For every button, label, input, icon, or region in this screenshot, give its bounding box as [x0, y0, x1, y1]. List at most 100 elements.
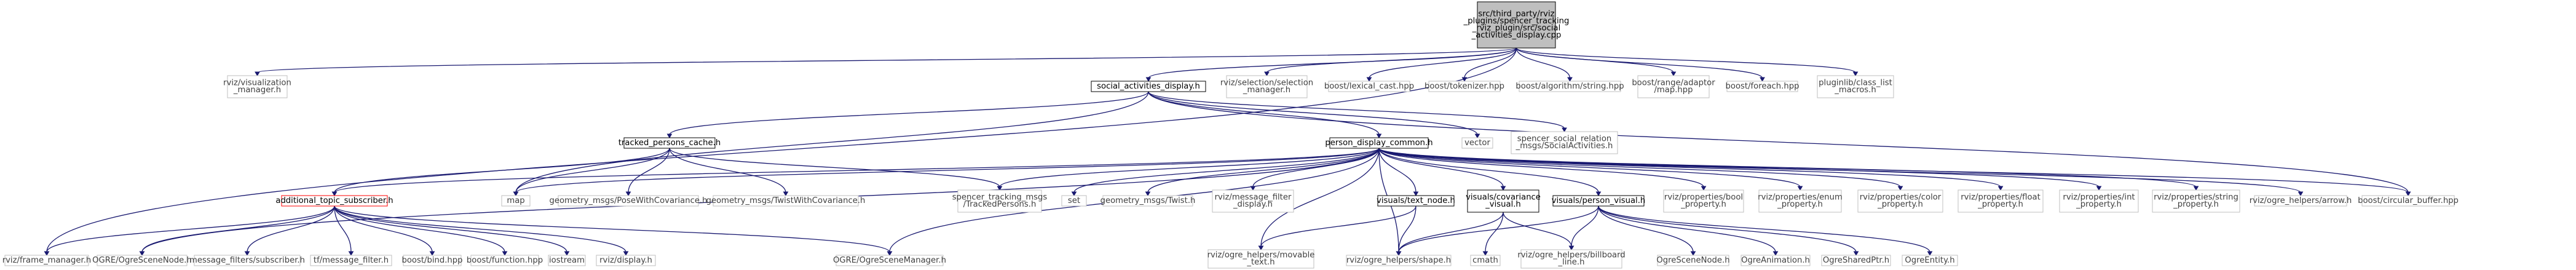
- node-label-boost-algorithm-string-line-1: boost/algorithm/string.hpp: [1515, 82, 1624, 91]
- edge-root-to-boost-foreach: [1515, 47, 1763, 79]
- node-boost-function: boost/function.hpp: [467, 255, 543, 266]
- edge-social-activities-display-h-to-spencer-social-relation: [1148, 91, 1565, 129]
- arrowhead-visuals-person-visual-to-rviz-ogre-shape: [1396, 251, 1402, 256]
- node-rviz-properties-enum: rviz/properties/enum_property.h: [1758, 189, 1843, 213]
- arrowhead-additional-topic-subscriber-to-ogre-scene-manager: [887, 251, 893, 256]
- node-label-boost-tokenizer-line-1: boost/tokenizer.hpp: [1424, 82, 1504, 91]
- edge-visuals-person-visual-to-ogre-scene-node: [1598, 205, 1694, 253]
- node-label-visuals-covariance-visual-line-2: _visual.h: [1485, 200, 1521, 209]
- node-visuals-covariance-visual[interactable]: visuals/covariance_visual.h: [1466, 189, 1541, 213]
- node-label-rviz-properties-bool-line-1: rviz/properties/bool: [1664, 193, 1743, 202]
- node-box-boost-tokenizer: [1428, 81, 1501, 92]
- node-label-spencer-tracking-msgs-line-2: /TrackedPersons.h: [963, 200, 1037, 209]
- edge-additional-topic-subscriber-to-boost-function: [334, 205, 505, 253]
- node-boost-range-adaptor-map: boost/range/adaptor/map.hpp: [1632, 75, 1715, 98]
- node-label-spencer-tracking-msgs-line-1: spencer_tracking_msgs: [952, 193, 1048, 202]
- edge-person-display-common-to-visuals-text-node: [1378, 148, 1416, 193]
- edge-person-display-common-to-visuals-person-visual: [1378, 148, 1599, 193]
- arrowhead-additional-topic-subscriber-to-boost-bind: [429, 251, 435, 256]
- node-visuals-person-visual[interactable]: visuals/person_visual.h: [1552, 195, 1646, 207]
- node-box-ogre-scene-manager: [836, 255, 944, 266]
- node-label-message-filters-subscriber-line-1: message_filters/subscriber.h: [189, 256, 305, 265]
- node-vector: vector: [1461, 137, 1493, 149]
- node-label-ogre-entity-line-1: OgreEntity.h: [1905, 256, 1954, 265]
- node-box-boost-circular-buffer: [2361, 195, 2455, 207]
- node-rviz-properties-int: rviz/properties/int_property.h: [2059, 189, 2139, 213]
- node-label-visuals-person-visual-line-1: visuals/person_visual.h: [1552, 196, 1646, 205]
- node-person-display-common[interactable]: person_display_common.h: [1325, 137, 1433, 149]
- node-additional-topic-subscriber[interactable]: additional_topic_subscriber.h: [275, 195, 393, 207]
- edge-person-display-common-to-set: [1073, 148, 1380, 193]
- edge-social-activities-display-h-to-map: [515, 91, 1149, 193]
- node-label-boost-bind-line-1: boost/bind.hpp: [401, 256, 462, 265]
- node-label-pluginlib-class-list-macros-line-2: _macros.h: [1834, 85, 1876, 95]
- edge-root-to-rviz-selection-manager: [1266, 47, 1517, 73]
- node-map: map: [501, 195, 531, 207]
- edge-visuals-covariance-visual-to-rviz-ogre-billboard-line: [1503, 212, 1572, 247]
- node-rviz-properties-float: rviz/properties/float_property.h: [1958, 189, 2044, 213]
- arrowhead-person-display-common-to-visuals-text-node: [1413, 191, 1419, 196]
- edge-person-display-common-to-rviz-properties-enum: [1378, 148, 1801, 188]
- arrowhead-person-display-common-to-rviz-properties-string: [2193, 186, 2199, 191]
- node-label-additional-topic-subscriber-line-1: additional_topic_subscriber.h: [275, 196, 393, 205]
- node-tf-message-filter: tf/message_filter.h: [310, 255, 392, 266]
- node-label-visuals-text-node-line-1: visuals/text_node.h: [1377, 196, 1455, 205]
- node-label-rviz-message-filter-display-line-1: rviz/message_filter: [1215, 193, 1292, 202]
- node-label-rviz-message-filter-display-line-2: _display.h: [1233, 200, 1273, 209]
- edge-additional-topic-subscriber-to-message-filters-subscriber: [247, 205, 335, 253]
- node-boost-foreach: boost/foreach.hpp: [1726, 81, 1799, 92]
- node-tracked-persons-cache[interactable]: tracked_persons_cache.h: [618, 137, 721, 149]
- node-box-boost-function: [470, 255, 539, 266]
- edge-social-activities-display-h-to-boost-circular-buffer: [1148, 91, 2409, 193]
- node-label-social-activities-display-h-line-1: social_activities_display.h: [1097, 82, 1200, 91]
- node-rviz-selection-manager: rviz/selection/selection_manager.h: [1220, 75, 1313, 98]
- arrowhead-additional-topic-subscriber-to-message-filters-subscriber: [244, 251, 250, 256]
- edge-additional-topic-subscriber-to-boost-bind: [334, 205, 433, 253]
- edge-tracked-persons-cache-to-spencer-tracking-msgs: [669, 148, 1000, 188]
- node-label-rviz-properties-float-line-1: rviz/properties/float: [1961, 193, 2041, 202]
- node-box-additional-topic-subscriber: [281, 195, 388, 207]
- node-label-rviz-properties-int-line-2: _property.h: [2076, 200, 2122, 209]
- node-root[interactable]: src/third_party/rviz_plugins/spencer_tra…: [1463, 1, 1570, 49]
- node-label-iostream-line-1: iostream: [549, 256, 585, 265]
- edge-person-display-common-to-rviz-ogre-helpers-arrow: [1378, 148, 2301, 193]
- node-box-rviz-ogre-movable-text: [1207, 249, 1314, 269]
- node-label-rviz-display-line-1: rviz/display.h: [599, 256, 652, 265]
- arrowhead-person-display-common-to-map: [513, 191, 519, 196]
- arrowhead-visuals-person-visual-to-ogre-entity: [1927, 251, 1933, 256]
- node-box-ogre-entity: [1902, 255, 1958, 266]
- node-box-spencer-tracking-msgs: [957, 189, 1042, 213]
- node-visuals-text-node[interactable]: visuals/text_node.h: [1377, 195, 1455, 207]
- node-box-rviz-selection-manager: [1226, 75, 1308, 98]
- node-social-activities-display-h[interactable]: social_activities_display.h: [1091, 81, 1206, 92]
- node-box-vector: [1461, 137, 1493, 149]
- node-box-spencer-social-relation: [1511, 131, 1618, 154]
- node-box-rviz-message-filter-display: [1212, 189, 1294, 213]
- node-label-rviz-ogre-shape-line-1: rviz/ogre_helpers/shape.h: [1346, 256, 1451, 265]
- node-label-geometry-msgs-pose-cov-line-1: geometry_msgs/PoseWithCovariance.h: [550, 196, 708, 205]
- node-boost-lexical-cast: boost/lexical_cast.hpp: [1324, 81, 1414, 92]
- node-rviz-ogre-movable-text: rviz/ogre_helpers/movable_text.h: [1207, 249, 1315, 269]
- node-box-rviz-properties-float: [1958, 189, 2044, 213]
- arrowhead-additional-topic-subscriber-to-iostream: [564, 251, 570, 256]
- arrowhead-root-to-rviz-visualization-manager: [255, 71, 260, 76]
- node-ogre-scene-manager: OGRE/OgreSceneManager.h: [833, 255, 946, 266]
- edge-visuals-covariance-visual-to-rviz-ogre-shape: [1398, 212, 1504, 253]
- node-rviz-display: rviz/display.h: [596, 255, 656, 266]
- node-label-visuals-covariance-visual-line-1: visuals/covariance: [1466, 193, 1541, 202]
- node-label-rviz-ogre-movable-text-line-1: rviz/ogre_helpers/movable: [1207, 251, 1315, 260]
- edge-visuals-person-visual-to-ogre-animation: [1598, 205, 1776, 253]
- node-rviz-ogre-billboard-line: rviz/ogre_helpers/billboard_line.h: [1517, 249, 1626, 269]
- node-box-iostream: [548, 255, 586, 266]
- arrowhead-root-to-pluginlib-class-list-macros: [1852, 71, 1859, 76]
- node-label-boost-function-line-1: boost/function.hpp: [467, 256, 543, 265]
- node-label-rviz-properties-bool-line-2: _property.h: [1680, 200, 1726, 209]
- node-label-boost-range-adaptor-map-line-2: /map.hpp: [1654, 85, 1693, 95]
- arrowhead-person-display-common-to-geometry-msgs-twist: [1145, 191, 1151, 196]
- edge-person-display-common-to-spencer-tracking-msgs: [999, 148, 1380, 188]
- node-cmath: cmath: [1470, 255, 1501, 266]
- node-label-root-line-3: _rviz_plugin/src/social: [1472, 24, 1561, 33]
- arrowhead-person-display-common-to-additional-topic-subscriber: [331, 191, 338, 196]
- node-label-rviz-visualization-manager-line-1: rviz/visualization: [223, 79, 291, 88]
- node-label-ogre-scene-node-line-1: OgreSceneNode.h: [1656, 256, 1729, 265]
